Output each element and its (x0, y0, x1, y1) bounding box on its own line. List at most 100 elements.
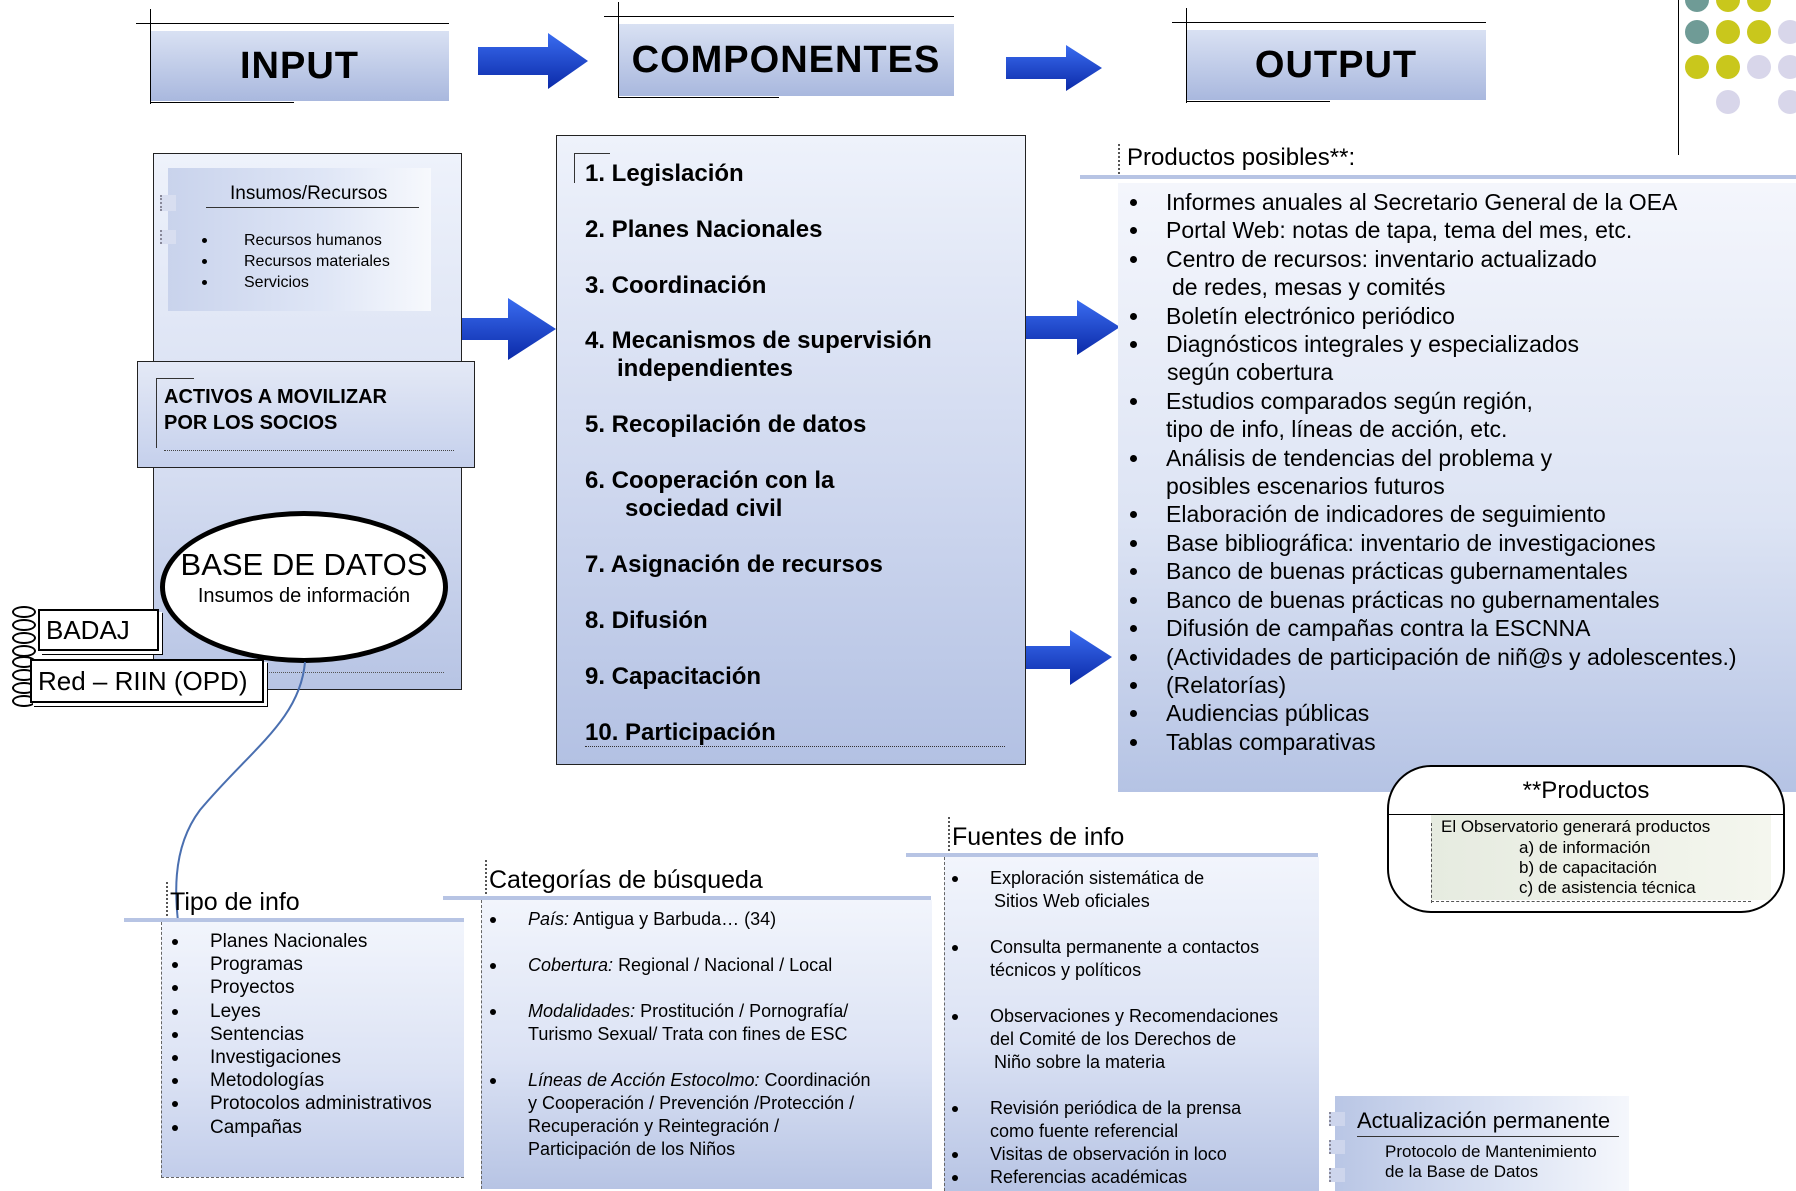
pais-label: País: (528, 909, 570, 929)
categorias-content: País: Antigua y Barbuda… (34) Cobertura:… (490, 908, 871, 1161)
list-item: Metodologías (172, 1069, 432, 1092)
actualizacion-box: Actualización permanente Protocolo de Ma… (1329, 1096, 1629, 1191)
base-datos-ellipse: BASE DE DATOS Insumos de información (160, 511, 448, 663)
tipo-info-title: Tipo de info (166, 882, 300, 920)
categorias-panel (481, 900, 932, 1189)
list-item: Boletín electrónico periódico (1130, 302, 1795, 330)
componente-6b: sociedad civil (625, 495, 783, 522)
lineas-value-2: y Cooperación / Prevención /Protección / (528, 1093, 855, 1113)
modalidades-value-2: Turismo Sexual/ Trata con fines de ESC (528, 1024, 848, 1044)
list-item: Centro de recursos: inventario actualiza… (1130, 245, 1795, 273)
actualizacion-line1: Protocolo de Mantenimiento (1385, 1142, 1597, 1161)
modalidades-label: Modalidades: (528, 1001, 636, 1021)
input-header: INPUT (136, 9, 449, 104)
actualizacion-title: Actualización permanente (1357, 1108, 1611, 1133)
productos-note-line1: El Observatorio generará productos (1441, 817, 1711, 836)
list-item: Informes anuales al Secretario General d… (1130, 188, 1795, 216)
list-item-continuation: posibles escenarios futuros (1166, 473, 1445, 500)
componentes-to-output-arrow-1 (1005, 300, 1120, 355)
productos-note-title: **Productos (1522, 777, 1650, 804)
output-panel (1118, 183, 1796, 792)
output-header-label: OUTPUT (1254, 43, 1418, 86)
list-item: Planes Nacionales (172, 930, 432, 953)
componentes-to-output-arrow-2 (1002, 630, 1112, 685)
list-item: Elaboración de indicadores de seguimient… (1130, 500, 1795, 528)
base-datos-subtitle: Insumos de información (197, 585, 411, 607)
lineas-value-4: Participación de los Niños (528, 1139, 736, 1159)
cobertura-value: Regional / Nacional / Local (618, 955, 833, 975)
list-item: (Actividades de participación de niñ@s y… (1130, 643, 1795, 671)
list-item-continuation: tipo de info, líneas de acción, etc. (1166, 416, 1508, 443)
list-item: Portal Web: notas de tapa, tema del mes,… (1130, 216, 1795, 244)
list-item: Sentencias (172, 1023, 432, 1046)
list-item: Servicios (202, 272, 390, 293)
list-item: Recursos materiales (202, 251, 390, 272)
actualizacion-line2: de la Base de Datos (1385, 1162, 1539, 1181)
componentes-panel: 1. Legislación 2. Planes Nacionales 3. C… (556, 135, 1026, 765)
badaj-binder-icon (12, 606, 38, 658)
componente-9: 9. Capacitación (585, 663, 762, 690)
insumos-title: Insumos/Recursos (230, 183, 388, 204)
lineas-value-3: Recuperación y Reintegración / (528, 1116, 780, 1136)
componentes-header: COMPONENTES (604, 2, 954, 98)
componente-10: 10. Participación (585, 719, 776, 746)
categorias-title: Categorías de búsqueda (485, 860, 763, 898)
productos-note: **Productos El Observatorio generará pro… (1387, 765, 1785, 913)
productos-note-b: b) de capacitación (1519, 858, 1657, 877)
activos-line2: POR LOS SOCIOS (164, 412, 338, 434)
activos-line1: ACTIVOS A MOVILIZAR (164, 386, 387, 408)
componente-3: 3. Coordinación (585, 272, 767, 299)
list-item: Banco de buenas prácticas gubernamentale… (1130, 557, 1795, 585)
input-to-componentes-arrow (430, 298, 556, 360)
base-datos-title: BASE DE DATOS (180, 547, 428, 582)
list-item: Proyectos (172, 976, 432, 999)
list-item-continuation: de redes, mesas y comités (1172, 274, 1446, 301)
tipo-info-list: Planes Nacionales Programas Proyectos Le… (172, 930, 432, 1139)
componente-4b: independientes (617, 355, 794, 382)
fuentes-title: Fuentes de info (947, 817, 1125, 855)
list-item: Banco de buenas prácticas no gubernament… (1130, 586, 1795, 614)
header-arrow-1 (478, 33, 588, 89)
fuentes-content: Exploración sistemática de Sitios Web of… (950, 867, 1318, 1189)
list-item: (Relatorías) (1130, 671, 1795, 699)
list-item: Estudios comparados según región, (1130, 387, 1795, 415)
output-title: Productos posibles**: (1127, 144, 1356, 171)
tipo-info-panel (161, 922, 464, 1178)
componente-2: 2. Planes Nacionales (585, 216, 823, 243)
badaj-badge: BADAJ (38, 609, 159, 651)
componente-7: 7. Asignación de recursos (585, 551, 883, 578)
output-list: Informes anuales al Secretario General d… (1130, 188, 1795, 756)
insumos-list: Recursos humanos Recursos materiales Ser… (202, 230, 390, 293)
list-item: Audiencias públicas (1130, 699, 1795, 727)
list-item: Campañas (172, 1116, 432, 1139)
list-item: Recursos humanos (202, 230, 390, 251)
list-item: Base bibliográfica: inventario de invest… (1130, 529, 1795, 557)
componente-6a: 6. Cooperación con la (585, 467, 835, 494)
connector-line (175, 661, 306, 939)
list-item-continuation: según cobertura (1167, 359, 1334, 386)
componente-1: 1. Legislación (585, 160, 744, 187)
componentes-header-label: COMPONENTES (631, 38, 941, 81)
red-riin-badge: Red – RIIN (OPD) (30, 659, 264, 703)
componente-5: 5. Recopilación de datos (585, 411, 867, 438)
list-item: Investigaciones (172, 1046, 432, 1069)
lineas-label: Líneas de Acción Estocolmo: (528, 1070, 760, 1090)
list-item: Análisis de tendencias del problema y (1130, 444, 1795, 472)
fuentes-panel (944, 857, 1319, 1191)
output-header: OUTPUT (1172, 8, 1486, 103)
activos-box: ACTIVOS A MOVILIZAR POR LOS SOCIOS (137, 361, 475, 468)
list-item: Programas (172, 953, 432, 976)
decorative-dots (1640, 0, 1796, 155)
header-arrow-2 (1006, 45, 1102, 91)
list-item: Leyes (172, 1000, 432, 1023)
list-item: Difusión de campañas contra la ESCNNA (1130, 614, 1795, 642)
list-item: Diagnósticos integrales y especializados (1130, 330, 1795, 358)
list-item: Tablas comparativas (1130, 728, 1795, 756)
componente-4a: 4. Mecanismos de supervisión (585, 327, 932, 354)
modalidades-value-1: Prostitución / Pornografía/ (640, 1001, 849, 1021)
productos-note-c: c) de asistencia técnica (1519, 878, 1696, 897)
productos-note-a: a) de información (1519, 838, 1651, 857)
lineas-value-1: Coordinación (764, 1070, 871, 1090)
cobertura-label: Cobertura: (528, 955, 614, 975)
insumos-box: Insumos/Recursos Recursos humanos Recurs… (160, 168, 431, 311)
